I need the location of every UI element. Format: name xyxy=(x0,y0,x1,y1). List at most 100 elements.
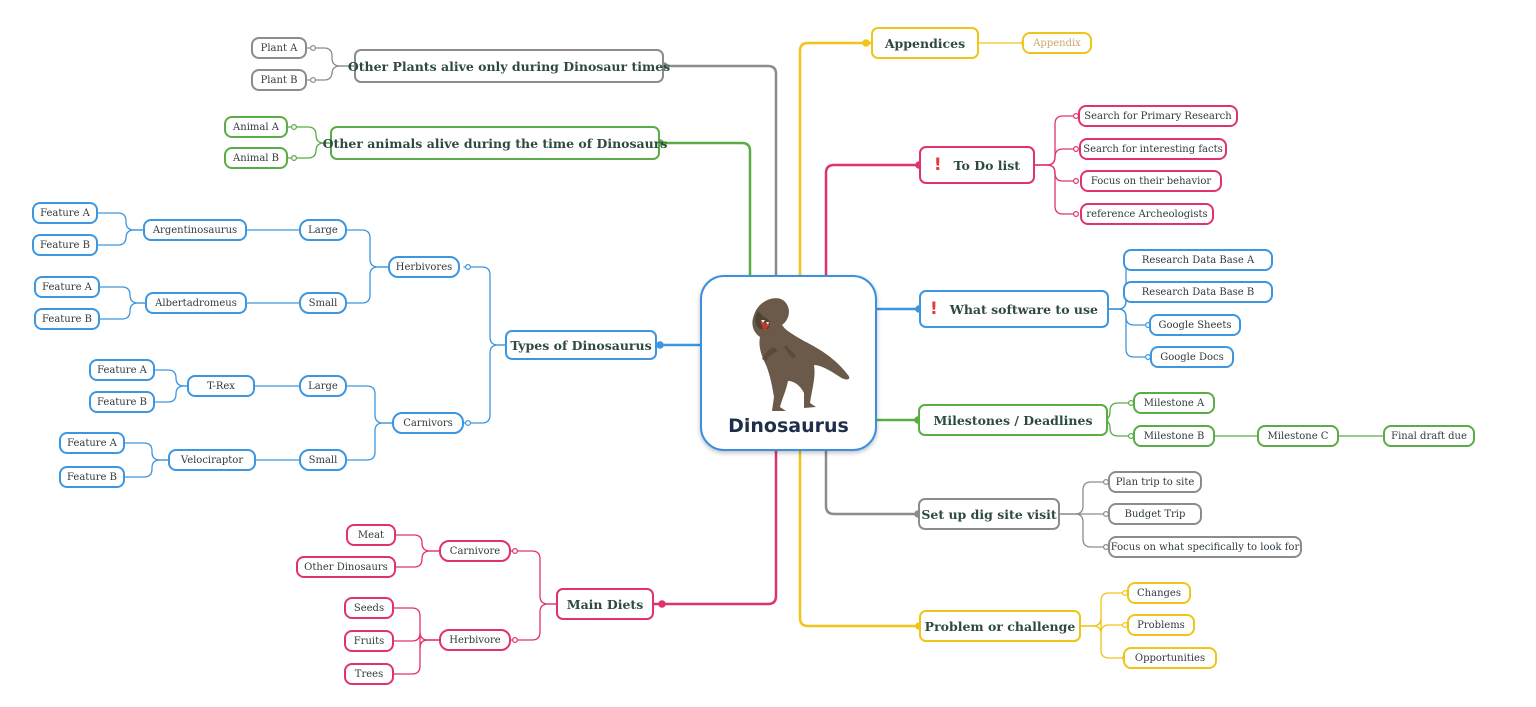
edge xyxy=(1034,115,1079,166)
node-argentinosaurus[interactable]: Argentinosaurus xyxy=(143,219,247,241)
node-sw-4[interactable]: Google Docs xyxy=(1150,346,1234,368)
node-trees[interactable]: Trees xyxy=(344,663,394,685)
node-feat-2b[interactable]: Feature B xyxy=(34,308,100,330)
node-label: Other Dinosaurs xyxy=(304,561,388,573)
edge-type xyxy=(463,344,506,424)
edge xyxy=(154,369,188,387)
node-ms-b[interactable]: Milestone B xyxy=(1133,425,1215,447)
edge xyxy=(1034,164,1079,215)
edge xyxy=(346,422,393,461)
node-label: Main Diets xyxy=(566,596,644,612)
node-label: Small xyxy=(308,297,338,309)
dot xyxy=(465,264,472,271)
dot xyxy=(656,341,664,349)
edge xyxy=(1108,308,1151,358)
edge xyxy=(395,550,440,568)
node-dig-1[interactable]: Plan trip to site xyxy=(1108,471,1202,493)
node-plants[interactable]: Other Plants alive only during Dinosaur … xyxy=(348,49,670,83)
node-types[interactable]: Types of Dinosaurus xyxy=(505,330,657,360)
node-feat-3a[interactable]: Feature A xyxy=(89,359,155,381)
node-small-1[interactable]: Small xyxy=(299,292,347,314)
edge-animals xyxy=(658,141,752,277)
node-milestones[interactable]: Milestones / Deadlines xyxy=(918,404,1108,436)
node-dig[interactable]: Set up dig site visit xyxy=(918,498,1060,530)
node-appendices[interactable]: Appendices xyxy=(871,27,979,59)
node-label: Appendix xyxy=(1033,37,1081,49)
node-herbivores[interactable]: Herbivores xyxy=(388,256,460,278)
node-animal-b[interactable]: Animal B xyxy=(224,147,288,169)
node-plant-a[interactable]: Plant A xyxy=(251,37,307,59)
node-animal-a[interactable]: Animal A xyxy=(224,116,288,138)
node-pr-3[interactable]: Opportunities xyxy=(1123,647,1217,669)
node-label: Set up dig site visit xyxy=(921,506,1057,522)
node-label: Carnivore xyxy=(449,545,501,557)
node-ms-c[interactable]: Milestone C xyxy=(1257,425,1339,447)
edge xyxy=(1034,164,1079,182)
node-velociraptor[interactable]: Velociraptor xyxy=(168,449,256,471)
node-label: Milestone B xyxy=(1143,430,1205,442)
node-label: Fruits xyxy=(353,635,385,647)
node-label: Herbivore xyxy=(449,634,501,646)
node-feat-4a[interactable]: Feature A xyxy=(59,432,125,454)
node-albertadromeus[interactable]: Albertadromeus xyxy=(145,292,247,314)
node-label: Feature A xyxy=(67,437,117,449)
node-diets[interactable]: Main Diets xyxy=(556,588,654,620)
dot xyxy=(291,155,298,162)
node-feat-3b[interactable]: Feature B xyxy=(89,391,155,413)
node-other-dinos[interactable]: Other Dinosaurs xyxy=(296,556,396,578)
node-sw-1[interactable]: Research Data Base A xyxy=(1123,249,1273,271)
node-label: Large xyxy=(308,380,338,392)
node-ms-a[interactable]: Milestone A xyxy=(1133,392,1215,414)
node-label: Feature A xyxy=(42,281,92,293)
node-label: Animal A xyxy=(233,121,279,133)
edge xyxy=(1059,481,1109,515)
t-rex-image xyxy=(752,298,850,411)
dot xyxy=(465,420,472,427)
node-todo-4[interactable]: reference Archeologists xyxy=(1080,203,1214,225)
node-small-2[interactable]: Small xyxy=(299,449,347,471)
node-feat-1b[interactable]: Feature B xyxy=(32,234,98,256)
node-sw-2[interactable]: Research Data Base B xyxy=(1123,281,1273,303)
edge-type xyxy=(463,266,506,346)
node-dig-3[interactable]: Focus on what specifically to look for xyxy=(1108,536,1302,558)
node-todo-1[interactable]: Search for Primary Research xyxy=(1078,105,1238,127)
edge xyxy=(124,442,169,461)
node-label: Final draft due xyxy=(1391,430,1467,442)
node-pr-1[interactable]: Changes xyxy=(1127,582,1191,604)
node-meat[interactable]: Meat xyxy=(346,524,396,546)
node-sw-3[interactable]: Google Sheets xyxy=(1149,314,1241,336)
central-topic[interactable]: Dinosaurus xyxy=(700,275,877,451)
node-todo-3[interactable]: Focus on their behavior xyxy=(1080,170,1222,192)
node-appendix[interactable]: Appendix xyxy=(1022,32,1092,54)
node-todo[interactable]: !To Do list xyxy=(919,146,1035,184)
node-label: Appendices xyxy=(884,35,966,51)
node-plant-b[interactable]: Plant B xyxy=(251,69,307,91)
node-software[interactable]: !What software to use xyxy=(919,290,1109,328)
node-label: Research Data Base A xyxy=(1141,254,1255,266)
edge xyxy=(1080,592,1128,627)
node-seeds[interactable]: Seeds xyxy=(344,597,394,619)
node-trex[interactable]: T-Rex xyxy=(187,375,255,397)
edge xyxy=(393,632,440,649)
node-label: Feature B xyxy=(40,239,90,251)
edge-plants xyxy=(662,64,778,277)
node-label: Problems xyxy=(1137,619,1185,631)
node-fruits[interactable]: Fruits xyxy=(344,630,394,652)
dot xyxy=(310,76,317,83)
node-final[interactable]: Final draft due xyxy=(1383,425,1475,447)
node-large-2[interactable]: Large xyxy=(299,375,347,397)
node-feat-1a[interactable]: Feature A xyxy=(32,202,98,224)
node-todo-2[interactable]: Search for interesting facts xyxy=(1079,138,1227,160)
node-dig-2[interactable]: Budget Trip xyxy=(1108,503,1202,525)
node-animals[interactable]: Other animals alive during the time of D… xyxy=(323,126,667,160)
node-feat-2a[interactable]: Feature A xyxy=(34,276,100,298)
node-large-1[interactable]: Large xyxy=(299,219,347,241)
node-carnivore[interactable]: Carnivore xyxy=(439,540,511,562)
node-feat-4b[interactable]: Feature B xyxy=(59,466,125,488)
node-carnivors[interactable]: Carnivors xyxy=(392,412,464,434)
node-herbivore[interactable]: Herbivore xyxy=(439,629,511,651)
node-label: Seeds xyxy=(353,602,385,614)
node-problem[interactable]: Problem or challenge xyxy=(919,610,1081,642)
edge xyxy=(97,229,144,246)
node-pr-2[interactable]: Problems xyxy=(1127,614,1195,636)
